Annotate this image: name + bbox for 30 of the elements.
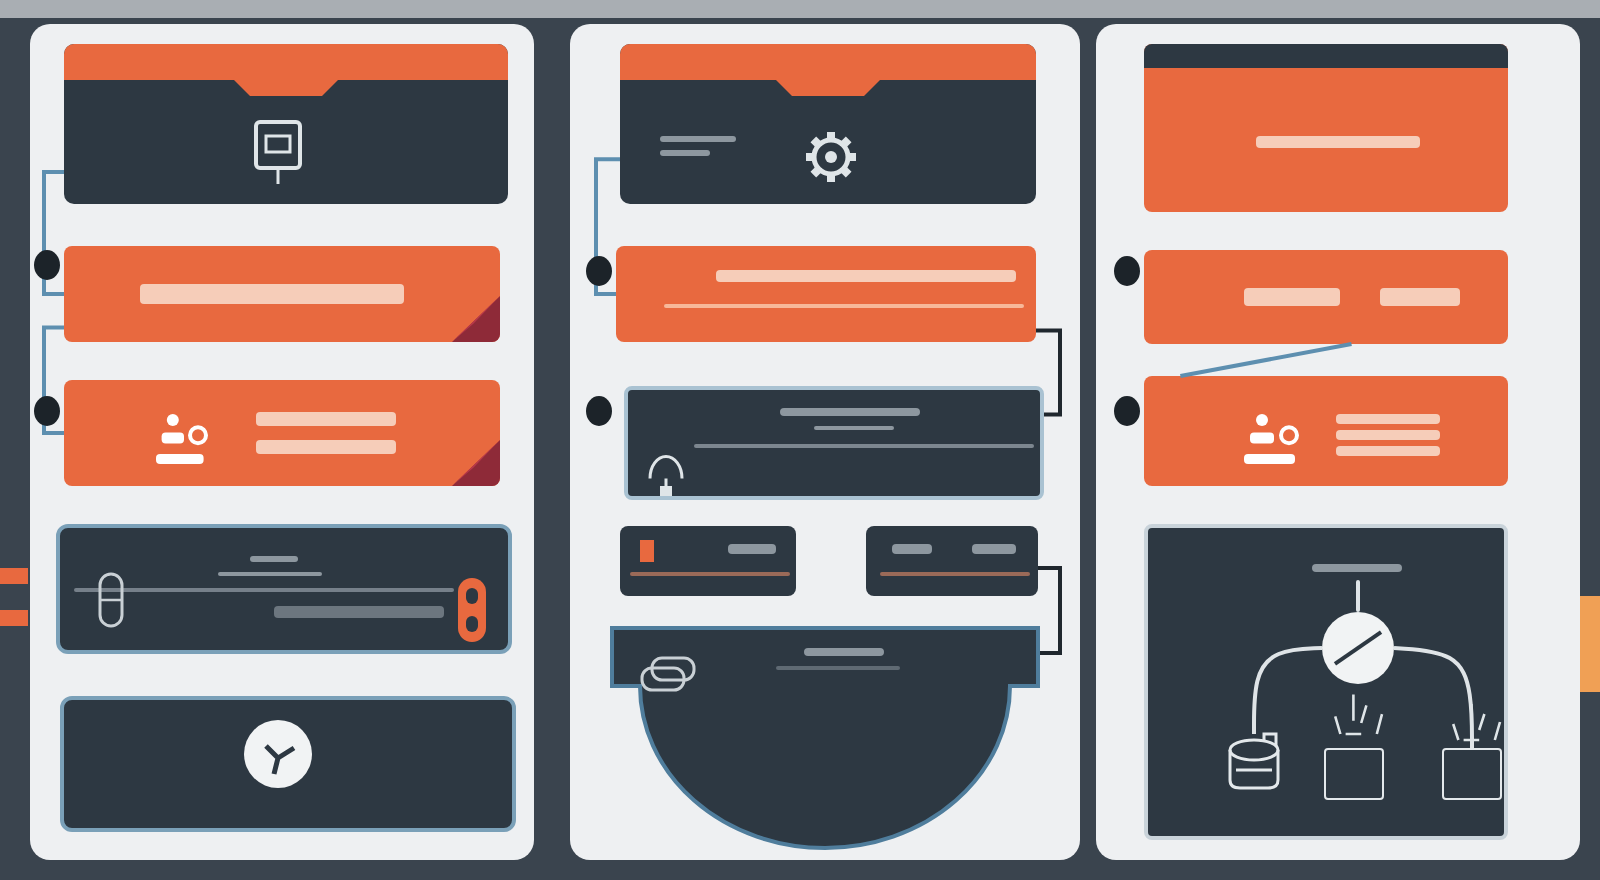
dial-circle — [1322, 612, 1394, 684]
card — [60, 696, 516, 832]
card — [624, 386, 1044, 500]
square-outline — [1442, 748, 1502, 800]
card — [1144, 250, 1508, 344]
connector-line — [1038, 566, 1062, 655]
connector-line — [1180, 342, 1352, 378]
jar-outline — [1228, 734, 1280, 790]
card — [610, 626, 1040, 850]
card — [616, 246, 1036, 342]
card — [56, 524, 512, 654]
connector-line — [594, 157, 620, 296]
panel — [30, 24, 534, 860]
connector-line — [42, 170, 64, 296]
card — [1144, 524, 1508, 840]
card — [866, 526, 1038, 596]
card — [1144, 44, 1508, 212]
connector-line — [42, 325, 64, 435]
connector-line — [1036, 328, 1062, 417]
square-outline — [1324, 748, 1384, 800]
card — [620, 44, 1036, 204]
connector-line — [1252, 646, 1323, 734]
card — [620, 526, 796, 596]
card — [64, 44, 508, 204]
connector-line — [1393, 646, 1474, 748]
card — [64, 246, 500, 342]
card — [64, 380, 500, 486]
panel — [570, 24, 1080, 860]
panel — [1096, 24, 1580, 860]
card — [1144, 376, 1508, 486]
